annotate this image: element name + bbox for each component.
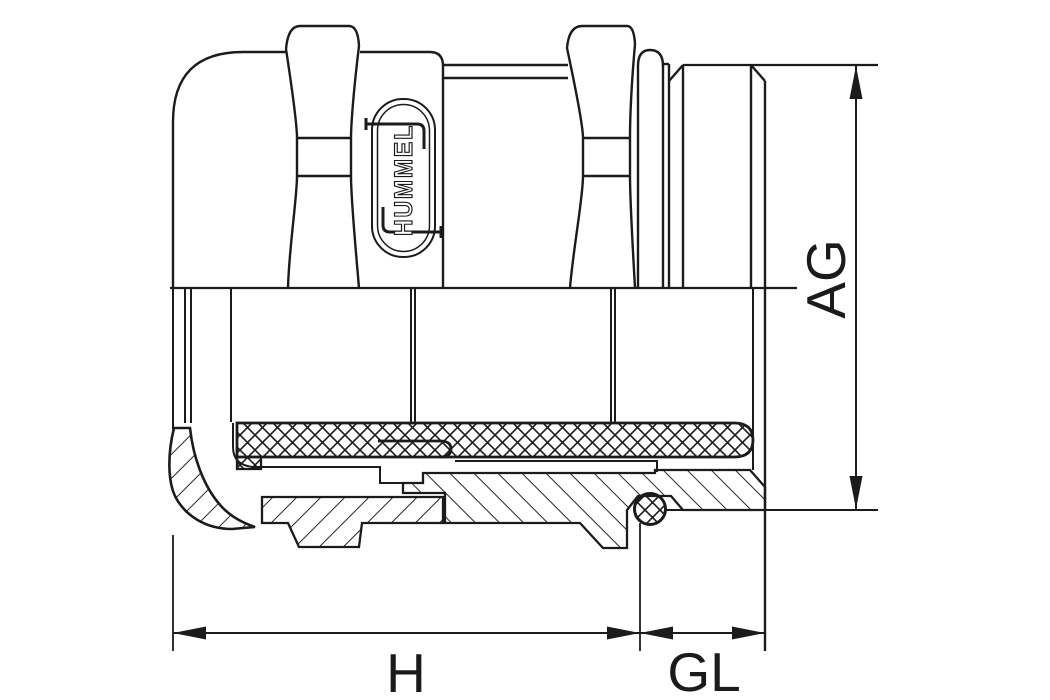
arrowhead-down-icon [849, 476, 863, 509]
arrowhead-left-icon [640, 626, 673, 640]
logo-text: HUMMEL [390, 124, 418, 236]
logo-top-bar [364, 118, 426, 149]
cap-lip-section [168, 426, 256, 531]
cap-nut-outline [171, 24, 445, 289]
male-thread-outline [667, 64, 767, 651]
dimension-label-ag: AG [795, 239, 857, 318]
dimension-label-gl: GL [667, 641, 740, 700]
body-hex-outline [443, 24, 669, 289]
arrowhead-right-icon [607, 626, 640, 640]
dimension-gl: GL [640, 626, 765, 700]
dimension-ag: AG [664, 63, 878, 511]
interior-step-outline [455, 460, 658, 472]
o-ring-section [633, 492, 667, 526]
section-edge-lines [172, 288, 754, 470]
body-section [401, 468, 767, 550]
cap-wall-section [260, 495, 445, 549]
logo-bottom-bar [381, 207, 443, 238]
seal-insert-section [235, 421, 755, 471]
hummel-logo: HUMMEL [364, 98, 443, 258]
seal-finger-outline [378, 439, 453, 459]
arrowhead-right-icon [732, 626, 765, 640]
arrowhead-left-icon [173, 626, 206, 640]
dimension-h: H [172, 523, 641, 700]
arrowhead-up-icon [849, 66, 863, 99]
dimension-label-h: H [386, 642, 426, 700]
